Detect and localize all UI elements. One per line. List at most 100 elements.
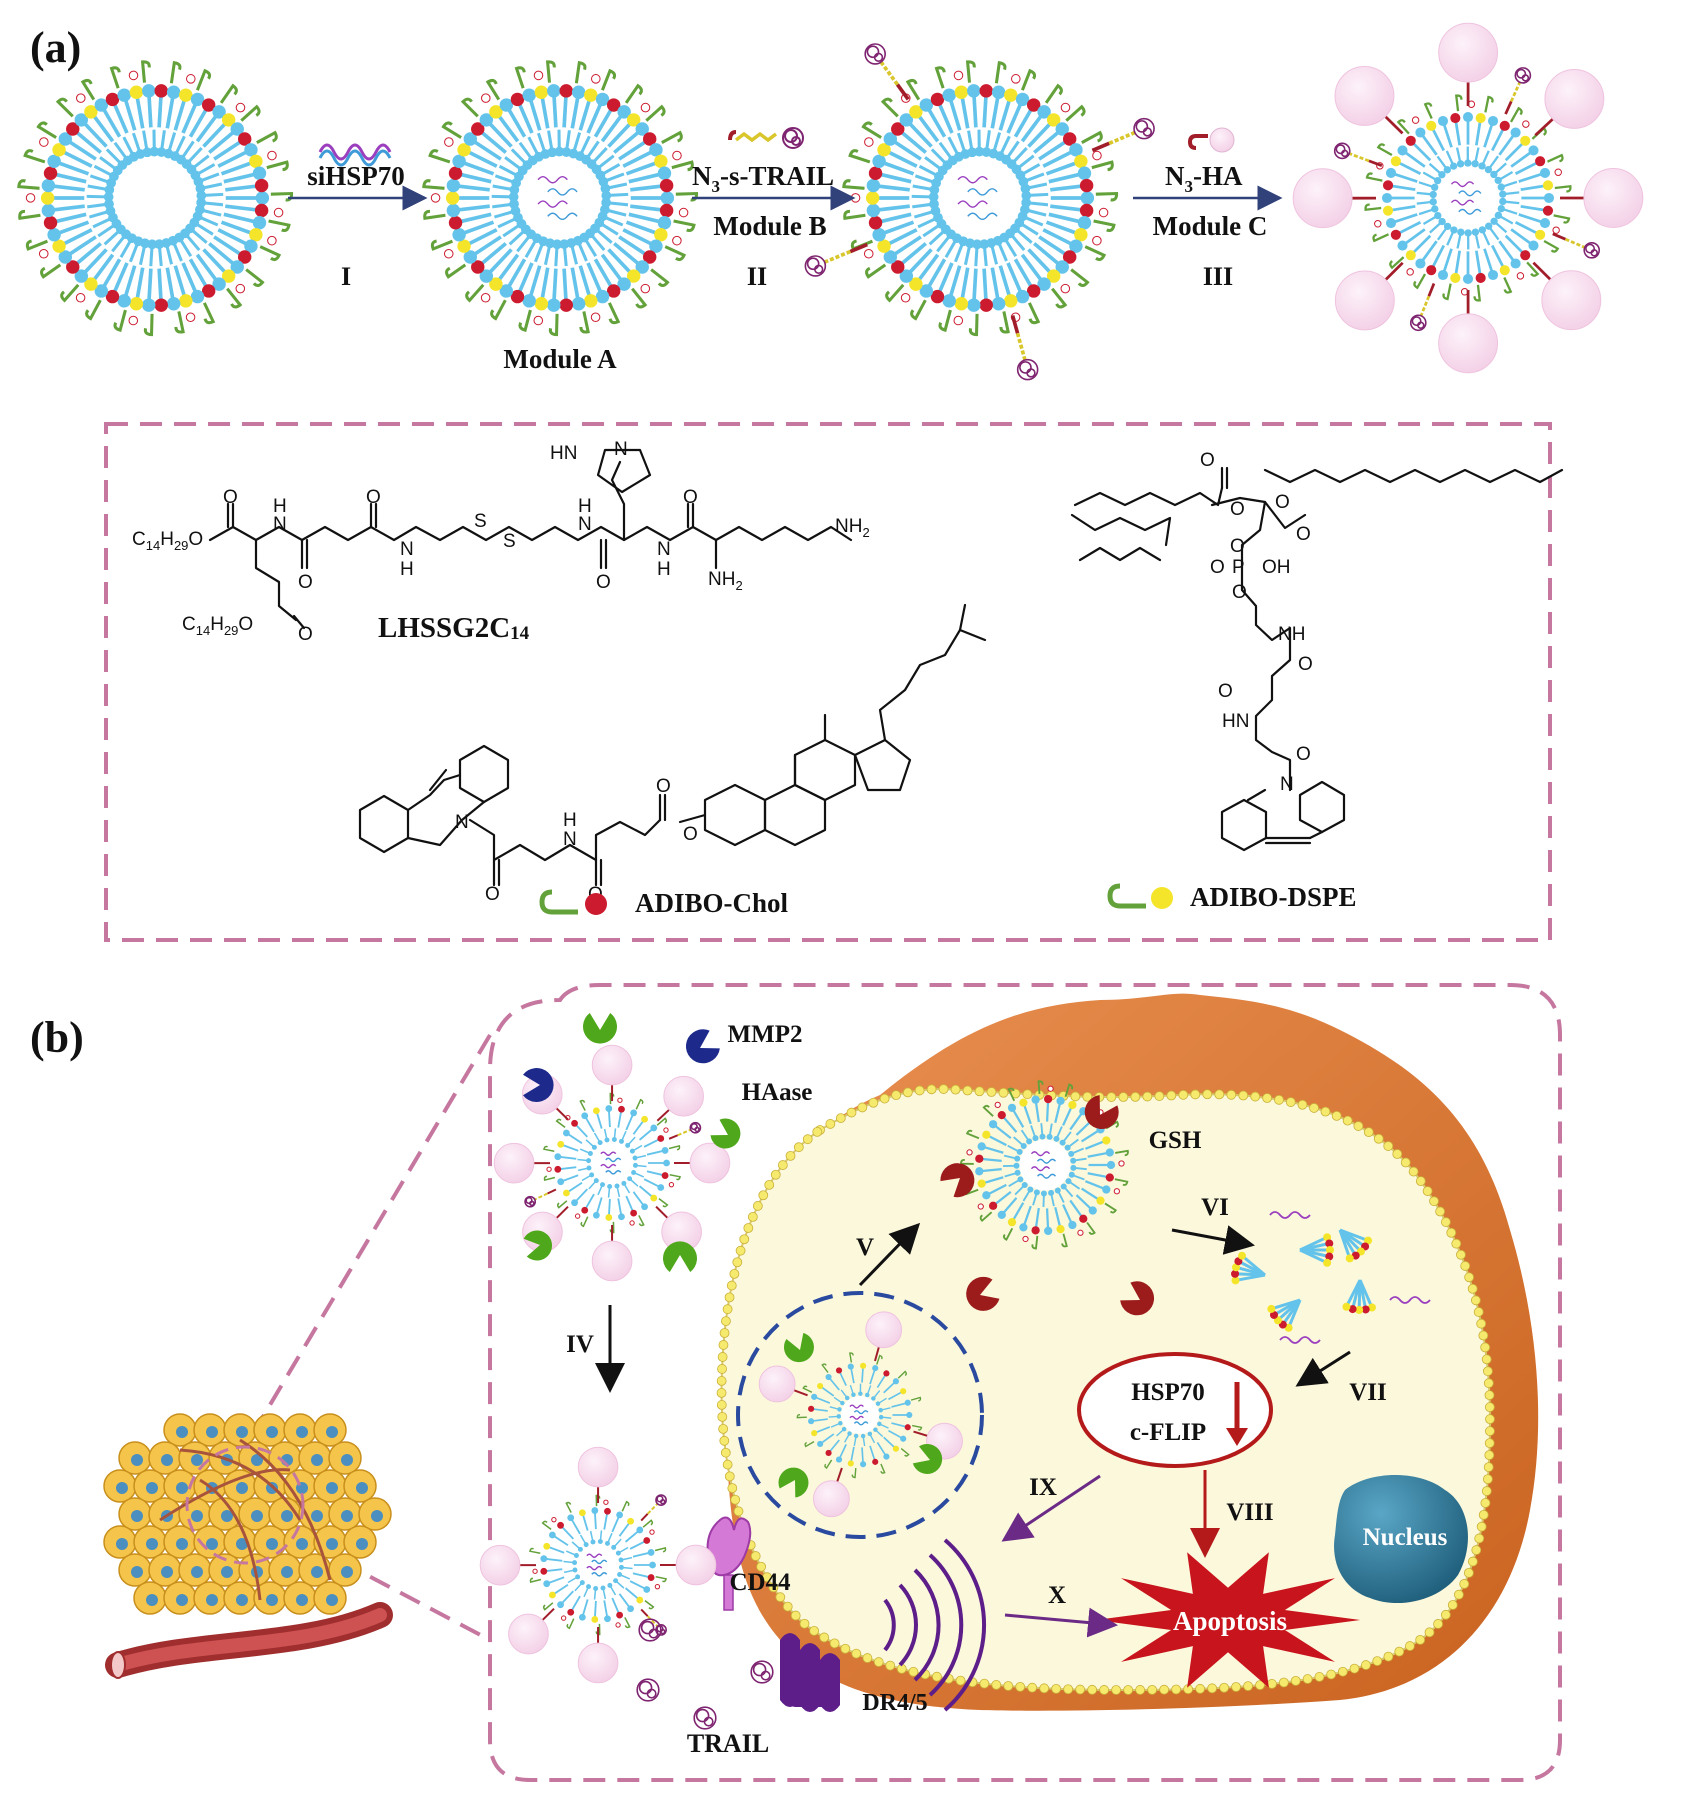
arrow-step-6 <box>1171 1225 1255 1255</box>
sirna-icon <box>318 143 392 167</box>
svg-text:O: O <box>1230 536 1245 557</box>
svg-text:O: O <box>1232 582 1247 603</box>
chol-anchor-icon <box>539 889 607 915</box>
blank-liposome <box>17 60 294 337</box>
svg-text:O: O <box>1210 557 1225 578</box>
svg-text:O: O <box>683 487 698 508</box>
svg-text:O: O <box>298 624 313 645</box>
step-2-reagent: N3-s-TRAIL <box>692 161 834 196</box>
svg-text:S: S <box>503 531 516 552</box>
tumor-cell-icon <box>133 1525 167 1559</box>
lhssg2c14-structure: C14H29O C14H29O O O O O O O H N N H S S … <box>132 439 870 645</box>
gsh-icon <box>1120 1281 1155 1316</box>
step-7-label: VII <box>1349 1379 1387 1406</box>
step-10-label: X <box>1048 1582 1066 1609</box>
step-8-label: VIII <box>1226 1499 1273 1526</box>
svg-text:C14H29O: C14H29O <box>182 614 253 638</box>
death-signal-waves <box>883 1538 987 1712</box>
step-4-label: IV <box>566 1331 594 1358</box>
tumor-cell-icon <box>223 1581 257 1615</box>
dspe-anchor-icon <box>1107 883 1173 909</box>
tumor-cell-icon <box>343 1525 377 1559</box>
svg-text:S: S <box>474 511 487 532</box>
tumor-cell-icon <box>103 1469 137 1503</box>
apoptosis-starburst <box>1095 1552 1361 1688</box>
trail-label: TRAIL <box>687 1729 769 1758</box>
svg-text:N: N <box>400 539 414 560</box>
tumor-cell-icon <box>193 1413 227 1447</box>
step-3-numeral: III <box>1203 262 1233 291</box>
cflip-label: c-FLIP <box>1130 1419 1206 1446</box>
haase-enzyme-icon <box>523 1230 553 1261</box>
step-2-numeral: II <box>747 262 767 291</box>
dr45-receptor <box>780 1633 840 1712</box>
mmp2-enzyme-icon <box>583 1013 617 1044</box>
tumor-cell-icon <box>283 1525 317 1559</box>
svg-text:N: N <box>1280 774 1294 795</box>
tumor-cell-icon <box>103 1525 137 1559</box>
haase-enzyme-icon <box>710 1118 741 1149</box>
step-2-module: Module B <box>713 211 826 241</box>
disassembled-liposome-fragments <box>1231 1211 1431 1344</box>
tumor-cell-icon <box>193 1581 227 1615</box>
zoom-frame <box>488 983 1562 1782</box>
tumor-cell-icon <box>178 1441 212 1475</box>
svg-text:H: H <box>578 496 592 517</box>
adibo-chol-structure: N O H N O O O <box>358 603 987 905</box>
tumor-cell-icon <box>313 1469 347 1503</box>
nucleus-shape <box>1334 1475 1468 1604</box>
mmp2-enzyme-icon <box>523 1068 554 1102</box>
tumor-cell-icon <box>253 1525 287 1559</box>
tumor-cell-icon <box>118 1553 152 1587</box>
lhssg2c14-label: LHSSG2C14 <box>378 612 530 644</box>
tumor-cell-icon <box>328 1497 362 1531</box>
tumor-cell-icon <box>193 1525 227 1559</box>
step-3-module: Module C <box>1153 211 1268 241</box>
downregulation-arrow <box>1226 1382 1248 1446</box>
tumor-cell-icon <box>178 1553 212 1587</box>
hsp70-label: HSP70 <box>1131 1379 1205 1406</box>
svg-text:C14H29O: C14H29O <box>132 529 203 553</box>
tumor-cell-icon <box>163 1469 197 1503</box>
svg-text:O: O <box>1298 654 1313 675</box>
svg-text:OH: OH <box>1262 557 1291 578</box>
module-c-liposome <box>1292 22 1644 374</box>
panel-label-a: (a) <box>30 23 81 72</box>
nucleus-label: Nucleus <box>1363 1524 1448 1551</box>
tumor-cell-icon <box>238 1497 272 1531</box>
svg-text:NH: NH <box>1278 624 1305 645</box>
cell-bound-nanoparticle <box>479 1446 717 1684</box>
apoptosis-label: Apoptosis <box>1173 1606 1287 1636</box>
svg-text:O: O <box>596 572 611 593</box>
arrow-step-5 <box>858 1222 921 1287</box>
svg-text:H: H <box>563 810 577 831</box>
tumor-cell-icon <box>178 1497 212 1531</box>
tumor-cell-icon <box>298 1441 332 1475</box>
svg-text:O: O <box>298 572 313 593</box>
module-a-label: Module A <box>503 344 617 374</box>
tumor-cell-icon <box>298 1497 332 1531</box>
svg-text:O: O <box>366 487 381 508</box>
adibo-dspe-structure: O O O O O O P OH O NH O O HN O N <box>1070 450 1564 852</box>
svg-text:P: P <box>1232 557 1245 578</box>
module-a-liposome <box>422 60 699 337</box>
endosomal-nanoparticle <box>758 1311 963 1518</box>
tumor-cell-icon <box>253 1581 287 1615</box>
cytosolic-nanoparticle <box>960 1080 1129 1250</box>
liposome-series <box>17 22 1644 381</box>
gsh-icon <box>940 1163 975 1198</box>
tumor-cell-icon <box>163 1525 197 1559</box>
tumor-cell-icon <box>148 1497 182 1531</box>
arrow-step-7 <box>1295 1350 1351 1387</box>
svg-text:HN: HN <box>550 443 577 464</box>
tumor-cell-icon <box>328 1553 362 1587</box>
svg-text:N: N <box>563 829 577 850</box>
gsh-icon <box>966 1276 1000 1311</box>
tumor-cell-icon <box>283 1581 317 1615</box>
tumor-cell-icon <box>208 1497 242 1531</box>
tumor-cell-icon <box>133 1469 167 1503</box>
ha-conjugate-icon <box>1187 127 1235 153</box>
tumor-cell-icon <box>328 1441 362 1475</box>
mmp2-enzyme-icon <box>663 1241 697 1272</box>
svg-text:O: O <box>1218 681 1233 702</box>
